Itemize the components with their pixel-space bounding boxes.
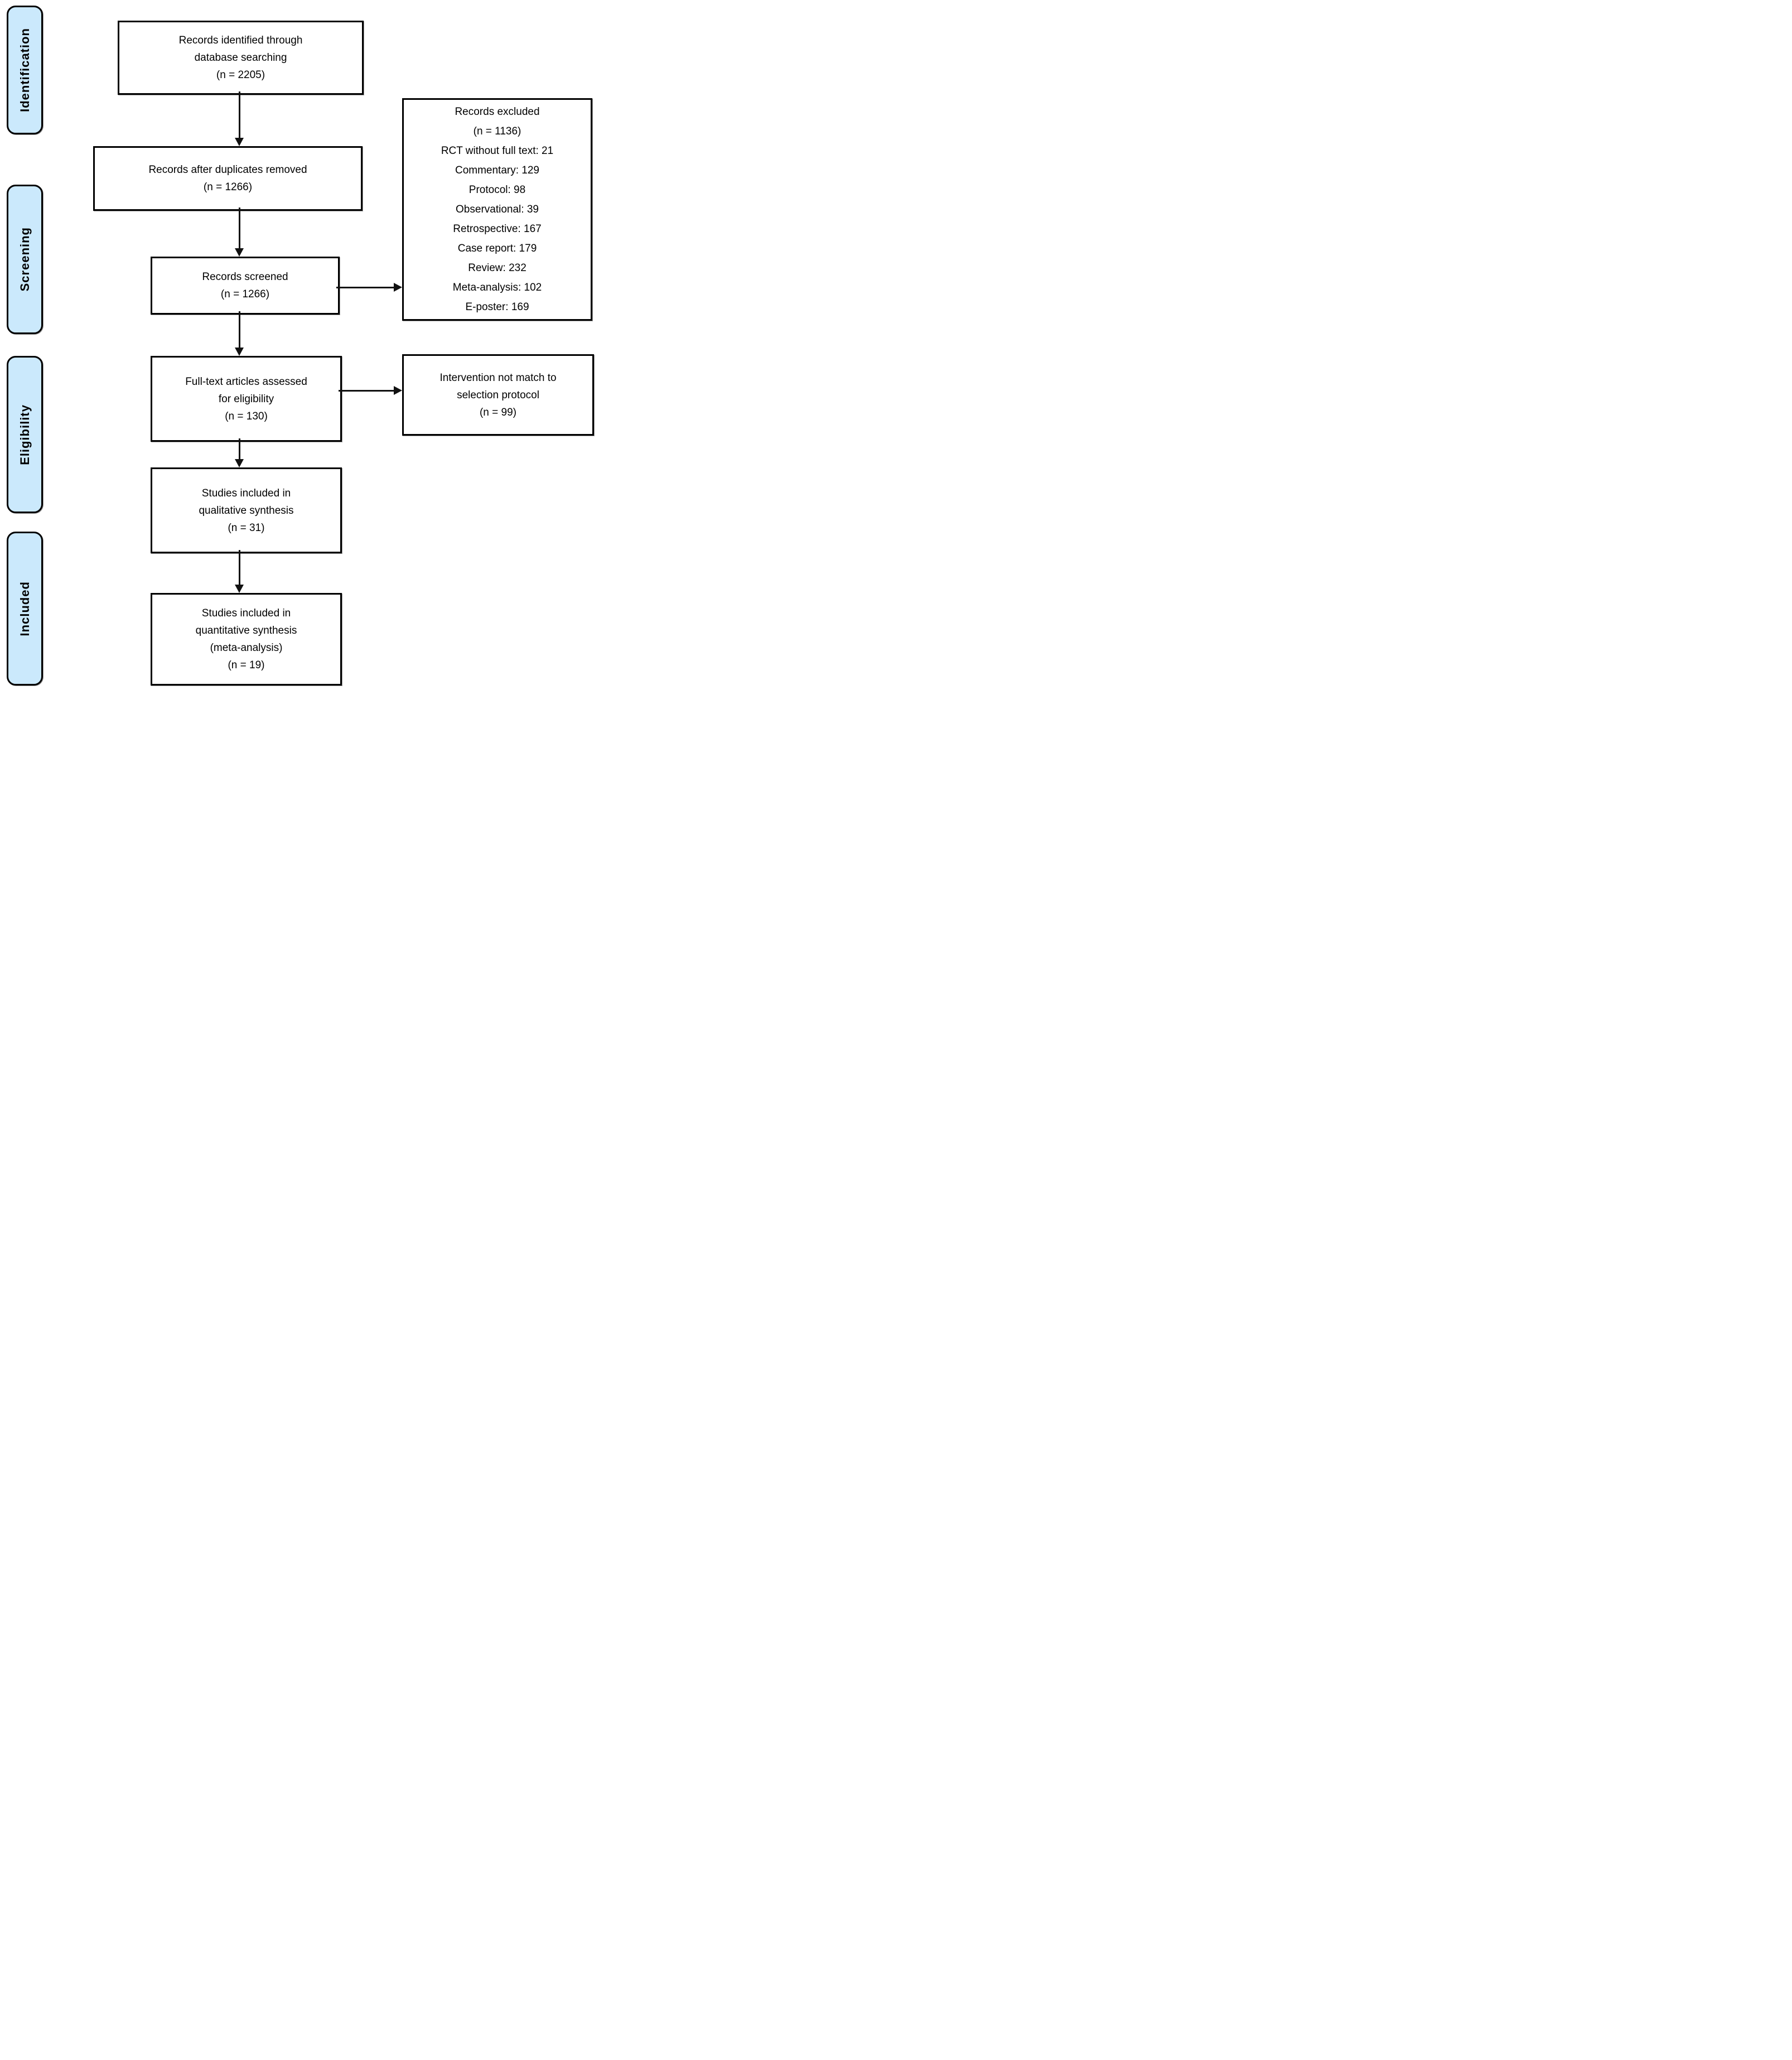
box-qualitative-synthesis-line: Studies included in	[201, 487, 291, 499]
arrow-line	[238, 550, 240, 585]
excluded-reason: Retrospective: 167	[453, 223, 542, 235]
box-records-identified-line: Records identified through	[178, 35, 303, 46]
box-intervention-not-match-line: Intervention not match to	[439, 372, 557, 384]
box-records-excluded-title: Records excluded	[455, 106, 540, 118]
box-intervention-not-match: Intervention not match to selection prot…	[402, 354, 594, 436]
arrow-head-down-icon	[235, 348, 244, 356]
box-qualitative-synthesis-count: (n = 31)	[228, 522, 265, 534]
box-quantitative-synthesis-line: quantitative synthesis	[195, 625, 297, 636]
stage-screening-label: Screening	[17, 227, 32, 292]
box-duplicates-removed-count: (n = 1266)	[203, 181, 253, 193]
arrow-line	[238, 91, 240, 138]
box-records-excluded-count: (n = 1136)	[473, 126, 521, 137]
stage-eligibility-label: Eligibility	[17, 404, 32, 465]
excluded-reason: Protocol: 98	[468, 184, 526, 196]
excluded-reason: Meta-analysis: 102	[452, 282, 542, 293]
excluded-reason: E-poster: 169	[465, 301, 529, 313]
arrow-line	[336, 286, 394, 288]
box-intervention-not-match-line: selection protocol	[457, 389, 539, 401]
stage-eligibility: Eligibility	[7, 356, 43, 513]
arrow-head-down-icon	[235, 459, 244, 467]
stage-identification-label: Identification	[17, 28, 32, 112]
box-records-screened-count: (n = 1266)	[220, 288, 270, 300]
arrow-line	[238, 208, 240, 249]
arrow-qualitative-to-quantitative	[235, 550, 244, 593]
box-duplicates-removed-line: Records after duplicates removed	[148, 164, 307, 176]
box-records-excluded: Records excluded (n = 1136) RCT without …	[402, 98, 592, 321]
arrow-identified-to-duplicates	[235, 91, 244, 146]
box-qualitative-synthesis: Studies included in qualitative synthesi…	[151, 467, 342, 553]
excluded-reason: Case report: 179	[457, 243, 537, 254]
stage-included: Included	[7, 532, 43, 686]
arrow-fulltext-to-notmatch	[339, 386, 402, 395]
excluded-reason: RCT without full text: 21	[441, 145, 554, 157]
excluded-reason: Review: 232	[468, 262, 527, 274]
box-duplicates-removed: Records after duplicates removed (n = 12…	[93, 146, 363, 211]
arrow-head-right-icon	[394, 283, 402, 292]
arrow-head-right-icon	[394, 386, 402, 395]
arrow-screened-to-excluded	[336, 283, 402, 292]
box-quantitative-synthesis-line: (meta-analysis)	[210, 642, 283, 654]
box-records-identified: Records identified through database sear…	[118, 21, 364, 95]
box-fulltext-assessed: Full-text articles assessed for eligibil…	[151, 356, 342, 442]
box-qualitative-synthesis-line: qualitative synthesis	[199, 504, 294, 517]
arrow-duplicates-to-screened	[235, 208, 244, 257]
box-records-screened: Records screened (n = 1266)	[151, 257, 340, 315]
box-quantitative-synthesis-count: (n = 19)	[228, 659, 265, 671]
excluded-reason: Commentary: 129	[455, 165, 539, 176]
excluded-reason: Observational: 39	[456, 204, 539, 215]
arrow-line	[238, 311, 240, 348]
arrow-screened-to-fulltext	[235, 311, 244, 356]
stage-screening: Screening	[7, 185, 43, 334]
arrow-head-down-icon	[235, 248, 244, 257]
arrow-head-down-icon	[235, 138, 244, 146]
arrow-line	[339, 389, 394, 392]
stage-identification: Identification	[7, 6, 43, 134]
arrow-head-down-icon	[235, 585, 244, 593]
box-quantitative-synthesis: Studies included in quantitative synthes…	[151, 593, 342, 686]
box-records-screened-line: Records screened	[202, 271, 288, 283]
arrow-fulltext-to-qualitative	[235, 438, 244, 467]
stage-included-label: Included	[17, 581, 32, 636]
prisma-flow-diagram: Identification Screening Eligibility Inc…	[0, 0, 597, 687]
box-intervention-not-match-count: (n = 99)	[479, 406, 516, 418]
box-fulltext-assessed-line: for eligibility	[218, 393, 274, 405]
box-fulltext-assessed-line: Full-text articles assessed	[185, 375, 307, 388]
box-quantitative-synthesis-line: Studies included in	[201, 607, 291, 619]
arrow-line	[238, 438, 240, 460]
box-fulltext-assessed-count: (n = 130)	[225, 410, 268, 422]
box-records-identified-line: database searching	[194, 52, 287, 64]
box-records-identified-count: (n = 2205)	[216, 69, 265, 81]
